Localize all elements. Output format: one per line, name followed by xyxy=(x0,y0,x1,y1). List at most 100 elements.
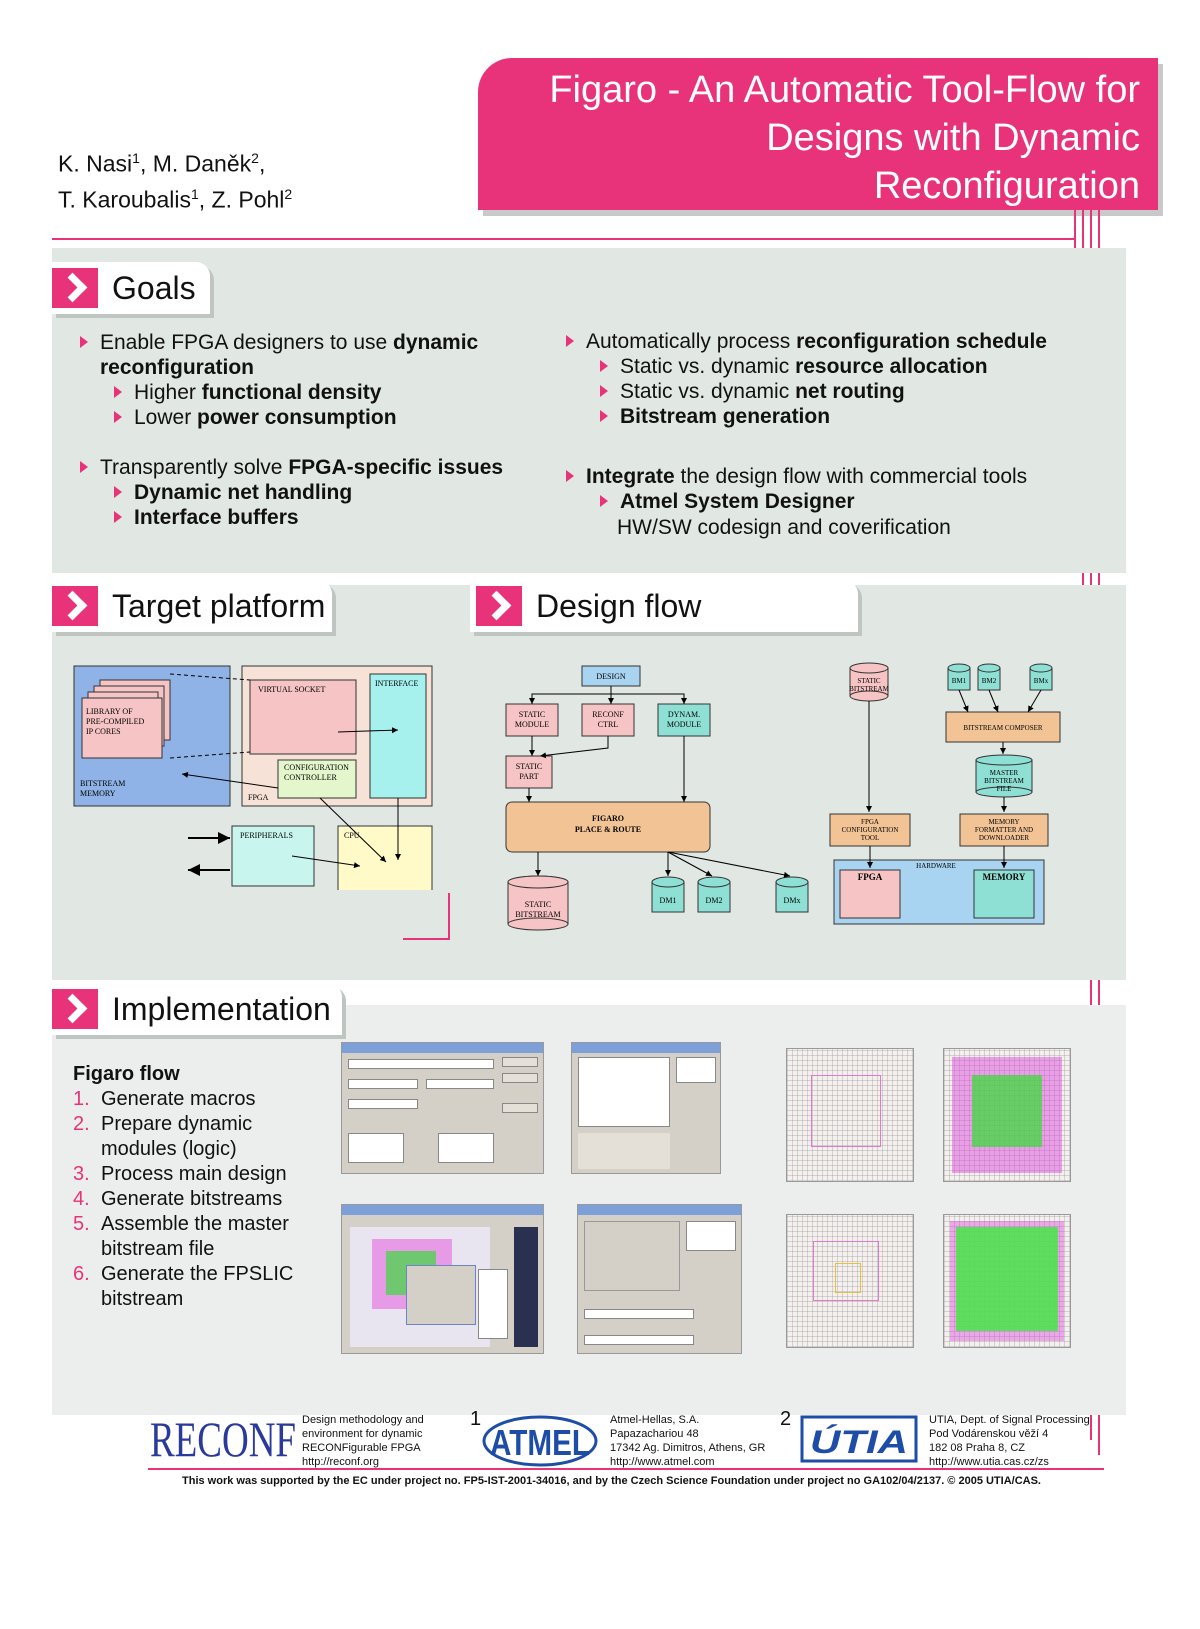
utia-logo: ÚTIA xyxy=(800,1415,918,1463)
peripherals-box xyxy=(231,825,315,887)
svg-text:MODULE: MODULE xyxy=(667,720,701,729)
library-box xyxy=(81,697,163,759)
svg-text:CONFIGURATION: CONFIGURATION xyxy=(284,763,349,772)
svg-text:RECONF: RECONF xyxy=(592,710,624,719)
goal-item: Static vs. dynamic net routing xyxy=(600,379,905,405)
goal-item: Bitstream generation xyxy=(600,404,830,430)
design-flow-diagram: DESIGN STATIC MODULE RECONF CTRL DYNAM. … xyxy=(505,665,809,931)
goal-item: Atmel System Designer xyxy=(600,489,855,515)
svg-text:BITSTREAM COMPOSER: BITSTREAM COMPOSER xyxy=(963,724,1042,732)
config-controller-box xyxy=(277,759,357,799)
goals-panel xyxy=(52,248,1126,573)
svg-text:STATIC: STATIC xyxy=(519,710,545,719)
svg-text:RECONF: RECONF xyxy=(150,1411,296,1462)
register-settings-screenshot xyxy=(571,1042,721,1174)
goal-item: Higher functional density xyxy=(114,380,381,406)
svg-text:FORMATTER AND: FORMATTER AND xyxy=(975,826,1033,834)
svg-text:BMx: BMx xyxy=(1034,677,1049,685)
goal-item: Lower power consumption xyxy=(114,405,397,431)
svg-text:DM2: DM2 xyxy=(706,896,723,905)
svg-text:MEMORY: MEMORY xyxy=(80,789,116,798)
svg-text:MEMORY: MEMORY xyxy=(988,818,1019,826)
frame-line xyxy=(448,893,450,940)
goal-item: reconfiguration xyxy=(100,356,255,379)
svg-text:FIGARO: FIGARO xyxy=(592,814,624,823)
svg-text:PLACE & ROUTE: PLACE & ROUTE xyxy=(575,825,641,834)
svg-text:BITSTREAM: BITSTREAM xyxy=(80,779,125,788)
figaro-flow-list: Figaro flow 1.Generate macros 2.Prepare … xyxy=(73,1063,294,1310)
bitstream-flow-diagram: STATIC BITSTREAM BM1 BM2 BMx BITSTREAM C… xyxy=(829,662,1061,925)
svg-text:DESIGN: DESIGN xyxy=(596,672,626,681)
svg-text:ÚTIA: ÚTIA xyxy=(810,1424,908,1460)
footer-divider xyxy=(148,1468,1104,1470)
svg-text:STATIC: STATIC xyxy=(857,677,880,685)
authors: K. Nasi1, M. Daněk2, T. Karoubalis1, Z. … xyxy=(58,150,293,213)
svg-text:INTERFACE: INTERFACE xyxy=(375,679,419,688)
svg-text:STATIC: STATIC xyxy=(516,762,542,771)
frame-line xyxy=(403,938,450,940)
layout-image-4 xyxy=(943,1214,1071,1348)
svg-text:MASTER: MASTER xyxy=(990,769,1019,777)
svg-text:DOWNLOADER: DOWNLOADER xyxy=(979,834,1029,842)
svg-text:MODULE: MODULE xyxy=(515,720,549,729)
svg-text:DMx: DMx xyxy=(784,896,801,905)
svg-text:HARDWARE: HARDWARE xyxy=(916,862,956,870)
svg-text:FPGA: FPGA xyxy=(861,818,879,826)
svg-text:TOOL: TOOL xyxy=(861,834,880,842)
svg-text:FILE: FILE xyxy=(997,785,1012,793)
goal-item: HW/SW codesign and coverification xyxy=(617,516,951,539)
atmel-info: Atmel-Hellas, S.A. Papazachariou 48 1734… xyxy=(610,1414,766,1468)
goal-item: Automatically process reconfiguration sc… xyxy=(566,329,1047,355)
atmel-ref-number: 1 xyxy=(470,1408,482,1430)
svg-text:BITSTREAM: BITSTREAM xyxy=(515,910,560,919)
svg-text:BITSTREAM: BITSTREAM xyxy=(984,777,1024,785)
chevron-right-icon xyxy=(52,268,98,308)
svg-text:PRE-COMPILED: PRE-COMPILED xyxy=(86,717,144,726)
reconf-info: Design methodology and environment for d… xyxy=(302,1414,424,1468)
svg-text:PART: PART xyxy=(519,772,538,781)
design-flow-header: Design flow xyxy=(470,580,858,632)
svg-text:MEMORY: MEMORY xyxy=(983,872,1026,882)
svg-text:CTRL: CTRL xyxy=(598,720,619,729)
layout-image-1 xyxy=(786,1048,914,1182)
implementation-header: Implementation xyxy=(52,983,342,1035)
target-platform-diagram: LIBRARY OF PRE-COMPILED IP CORES BITSTRE… xyxy=(73,665,433,890)
macro-dialog-screenshot xyxy=(341,1042,544,1174)
chevron-right-icon xyxy=(476,586,522,626)
goal-item: Integrate the design flow with commercia… xyxy=(566,464,1027,490)
svg-text:CPU: CPU xyxy=(344,831,360,840)
layout-image-2 xyxy=(943,1048,1071,1182)
utia-ref-number: 2 xyxy=(780,1408,792,1430)
interface-box xyxy=(369,673,427,799)
layout-image-3 xyxy=(786,1214,914,1348)
atmel-logo: ATMEL xyxy=(482,1415,598,1467)
macro-generator-screenshot xyxy=(577,1204,742,1354)
svg-text:FPGA: FPGA xyxy=(858,872,883,882)
goal-item: Transparently solve FPGA-specific issues xyxy=(80,455,503,481)
svg-text:BITSTREAM: BITSTREAM xyxy=(849,685,889,693)
chevron-right-icon xyxy=(52,586,98,626)
svg-text:CONTROLLER: CONTROLLER xyxy=(284,773,338,782)
goals-header: Goals xyxy=(52,262,210,314)
goal-item: Static vs. dynamic resource allocation xyxy=(600,354,988,380)
svg-text:STATIC: STATIC xyxy=(525,900,551,909)
goal-item: Dynamic net handling xyxy=(114,480,352,506)
svg-text:LIBRARY OF: LIBRARY OF xyxy=(86,707,133,716)
divider-line xyxy=(52,238,1074,240)
svg-text:DM1: DM1 xyxy=(660,896,677,905)
goal-item: Enable FPGA designers to use dynamic xyxy=(80,330,478,356)
svg-text:CONFIGURATION: CONFIGURATION xyxy=(842,826,899,834)
virtual-socket-box xyxy=(249,679,357,755)
svg-text:BM2: BM2 xyxy=(982,677,997,685)
svg-text:VIRTUAL SOCKET: VIRTUAL SOCKET xyxy=(258,685,326,694)
svg-text:DYNAM.: DYNAM. xyxy=(668,710,700,719)
chevron-right-icon xyxy=(52,989,98,1029)
utia-info: UTIA, Dept. of Signal Processing Pod Vod… xyxy=(929,1414,1090,1468)
svg-text:FPGA: FPGA xyxy=(248,793,269,802)
funding-note: This work was supported by the EC under … xyxy=(182,1475,1041,1487)
goal-item: Interface buffers xyxy=(114,505,299,531)
target-platform-header: Target platform xyxy=(52,580,332,632)
reconf-logo: RECONF xyxy=(150,1411,296,1462)
poster-title: Figaro - An Automatic Tool-Flow for Desi… xyxy=(549,69,1140,207)
title-banner: Figaro - An Automatic Tool-Flow for Desi… xyxy=(478,58,1158,210)
